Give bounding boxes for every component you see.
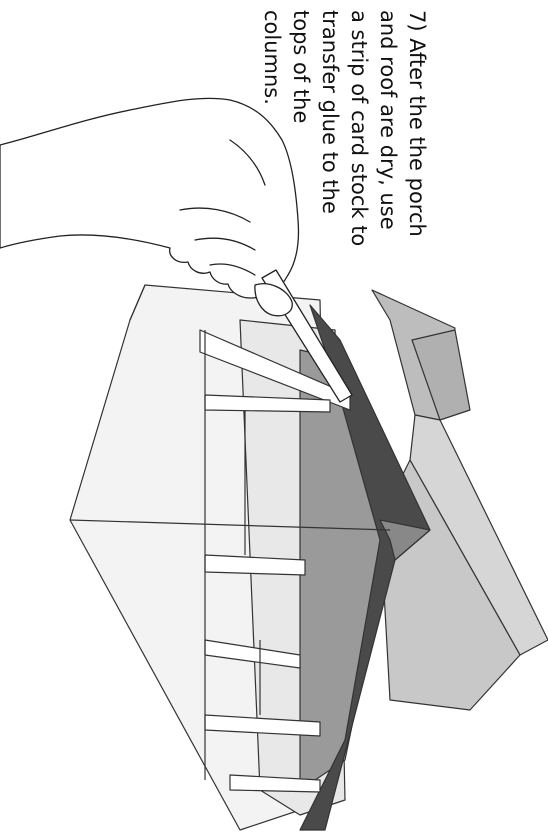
caption-line-4: transfer glue to the (318, 10, 342, 214)
caption-line-1: 7) After the the porch (405, 10, 429, 237)
caption-line-2: and roof are dry, use (376, 10, 400, 230)
hand-shape (0, 98, 299, 298)
caption-line-3: a strip of card stock to (347, 10, 371, 246)
caption-line-5: tops of the (289, 10, 313, 123)
caption-line-6: columns. (260, 10, 284, 105)
house-model (70, 285, 548, 830)
